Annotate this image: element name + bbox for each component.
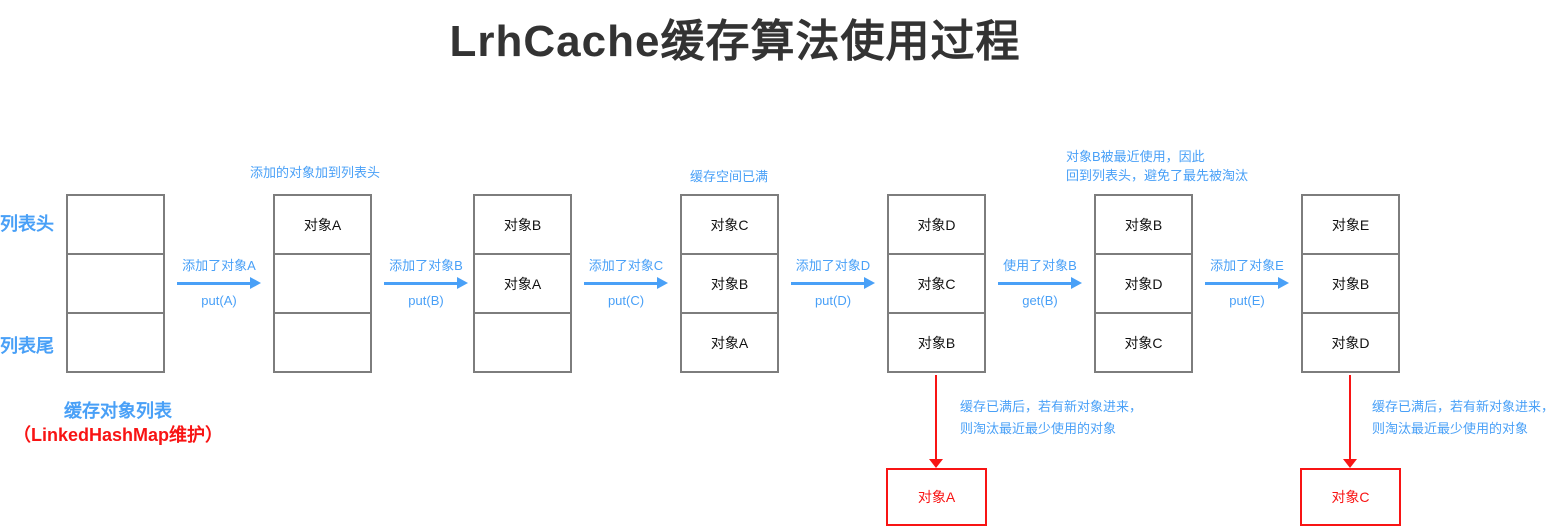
evicted-object-c-box: 对象C — [1300, 468, 1401, 526]
list-cell: 对象A — [275, 196, 370, 255]
transition-method: put(E) — [1229, 293, 1265, 308]
list-cell: 对象D — [1096, 255, 1191, 314]
caption-line1: 缓存对象列表 — [64, 401, 172, 421]
list-cell — [275, 314, 370, 371]
list-cell — [475, 314, 570, 371]
transition-put-b: 添加了对象B put(B) — [384, 257, 468, 309]
transition-method: get(B) — [1022, 293, 1058, 308]
transition-method: put(D) — [814, 293, 852, 308]
list-cell: 对象D — [889, 196, 984, 255]
transition-put-e: 添加了对象E put(E) — [1205, 257, 1289, 309]
right-arrow-icon — [177, 277, 261, 289]
right-arrow-icon — [1205, 277, 1289, 289]
list-cell — [68, 196, 163, 255]
list-cell: 对象B — [1303, 255, 1398, 314]
list-cell: 对象B — [917, 334, 956, 351]
transition-label: 添加了对象E — [1210, 258, 1284, 273]
cache-list-stage-3: 对象B 对象A — [473, 194, 572, 373]
transition-get-b: 使用了对象B get(B) — [998, 257, 1082, 309]
transition-method: put(A) — [201, 293, 237, 308]
transition-put-d: 添加了对象D put(D) — [791, 257, 875, 309]
evicted-object-a-box: 对象A — [886, 468, 987, 526]
list-cell: 对象A — [475, 255, 570, 314]
cache-list-stage-2: 对象A — [273, 194, 372, 373]
evict-arrow-line-a — [935, 375, 937, 459]
cache-list-stage-5: 对象D 对象C 对象B — [887, 194, 986, 373]
list-cell: 对象B — [682, 255, 777, 314]
evict-arrow-line-c — [1349, 375, 1351, 459]
list-cell: 对象E — [1303, 196, 1398, 255]
stage-note-add-to-head: 添加的对象加到列表头 — [250, 165, 381, 180]
down-arrow-icon — [929, 459, 943, 468]
list-cell: 对象C — [682, 196, 777, 255]
list-cell: 对象B — [1096, 196, 1191, 255]
transition-put-c: 添加了对象C put(C) — [584, 257, 668, 309]
list-head-label: 列表头 — [0, 214, 54, 234]
transition-label: 使用了对象B — [1003, 258, 1077, 273]
evict-note-a: 缓存已满后，若有新对象进来， 则淘汰最近最少使用的对象 — [960, 399, 1143, 436]
stage-note-cache-full: 缓存空间已满 — [690, 169, 769, 184]
cache-list-stage-6: 对象B 对象D 对象C — [1094, 194, 1193, 373]
down-arrow-icon — [1343, 459, 1357, 468]
right-arrow-icon — [791, 277, 875, 289]
transition-label: 添加了对象D — [795, 258, 871, 273]
transition-method: put(C) — [607, 293, 645, 308]
list-cell: 对象A — [710, 334, 749, 351]
caption-line2: （LinkedHashMap维护） — [12, 425, 224, 445]
transition-label: 添加了对象B — [389, 258, 463, 273]
list-cell: 对象C — [889, 255, 984, 314]
list-cell — [68, 255, 163, 314]
cache-list-stage-1 — [66, 194, 165, 373]
cache-list-stage-4: 对象C 对象B 对象A — [680, 194, 779, 373]
evict-note-c: 缓存已满后，若有新对象进来， 则淘汰最近最少使用的对象 — [1372, 399, 1555, 436]
transition-method: put(B) — [408, 293, 444, 308]
list-cell: 对象D — [1331, 334, 1370, 351]
transition-put-a: 添加了对象A put(A) — [177, 257, 261, 309]
cache-list-stage-7: 对象E 对象B 对象D — [1301, 194, 1400, 373]
page-title: LrhCache缓存算法使用过程 — [449, 17, 1021, 66]
list-tail-label: 列表尾 — [0, 336, 54, 356]
stage-note-b-recently-used: 对象B被最近使用，因此 回到列表头，避免了最先被淘汰 — [1066, 149, 1249, 183]
right-arrow-icon — [384, 277, 468, 289]
list-cell — [68, 314, 163, 371]
transition-label: 添加了对象C — [588, 258, 664, 273]
right-arrow-icon — [584, 277, 668, 289]
right-arrow-icon — [998, 277, 1082, 289]
list-cell: 对象B — [475, 196, 570, 255]
list-cell — [275, 255, 370, 314]
transition-label: 添加了对象A — [182, 258, 256, 273]
cache-list-caption: 缓存对象列表 （LinkedHashMap维护） — [2, 399, 234, 447]
list-cell: 对象C — [1124, 334, 1163, 351]
